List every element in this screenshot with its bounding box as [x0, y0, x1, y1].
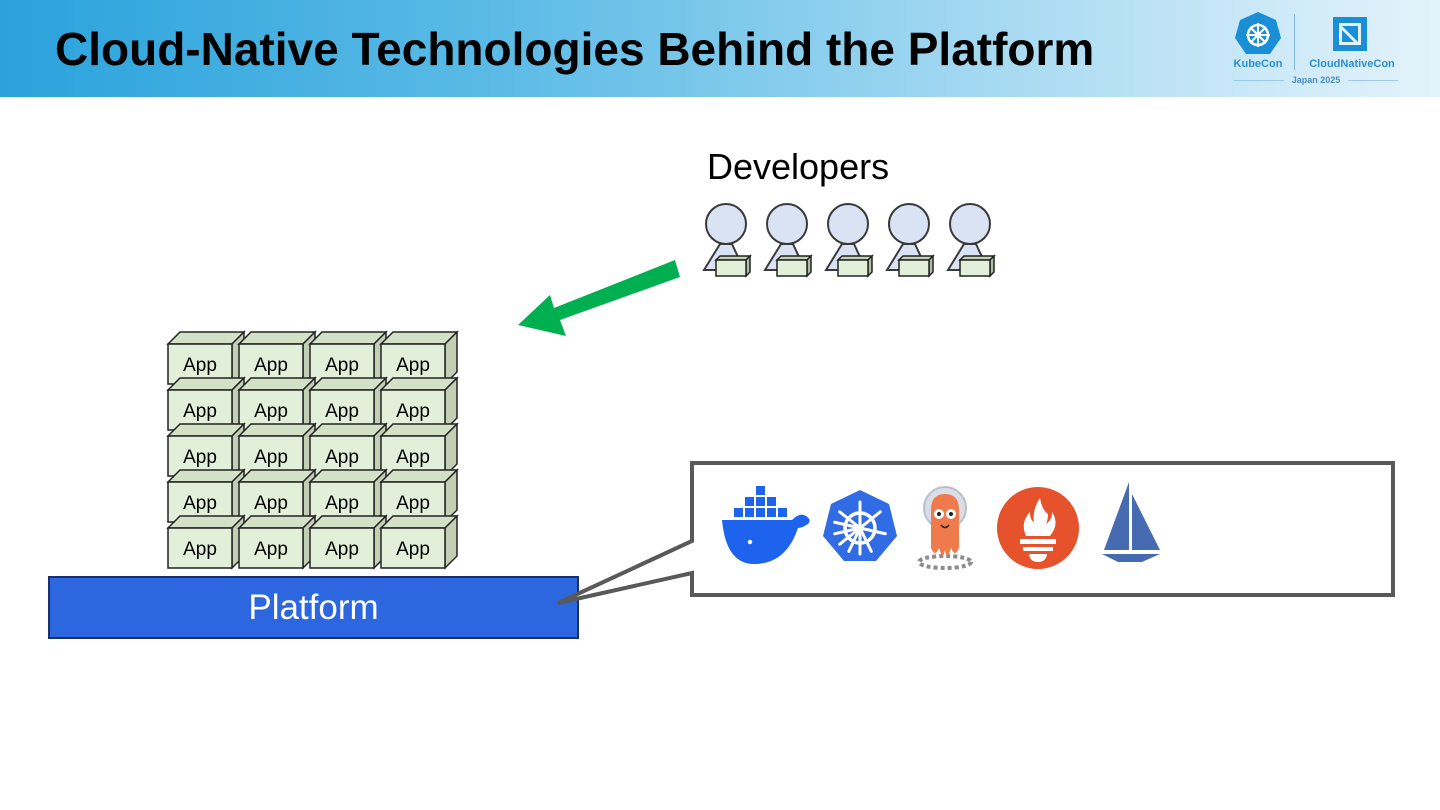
- app-label: App: [183, 401, 217, 422]
- app-block: App: [308, 514, 388, 570]
- app-block: App: [237, 376, 317, 432]
- app-block: App: [379, 376, 459, 432]
- app-label: App: [325, 447, 359, 468]
- app-label: App: [183, 447, 217, 468]
- istio-icon: [1102, 482, 1160, 562]
- app-label: App: [396, 493, 430, 514]
- developer-icon: [885, 203, 935, 278]
- app-block: App: [237, 468, 317, 524]
- app-label: App: [254, 355, 288, 376]
- app-block: App: [166, 376, 246, 432]
- docker-icon: [722, 486, 810, 564]
- app-label: App: [396, 447, 430, 468]
- technologies-callout: [557, 461, 1395, 605]
- developer-icon: [824, 203, 874, 278]
- app-block: App: [379, 468, 459, 524]
- event-year-line-right: [1348, 80, 1398, 81]
- app-block: App: [166, 514, 246, 570]
- app-label: App: [396, 401, 430, 422]
- app-label: App: [396, 355, 430, 376]
- app-label: App: [254, 493, 288, 514]
- app-block: App: [308, 330, 388, 386]
- developer-icon: [702, 203, 752, 278]
- cloudnativecon-label: CloudNativeCon: [1309, 58, 1395, 70]
- app-block: App: [308, 422, 388, 478]
- developer-icon: [946, 203, 996, 278]
- app-label: App: [183, 493, 217, 514]
- app-label: App: [254, 401, 288, 422]
- tool-logos: [722, 482, 1160, 570]
- platform-label: Platform: [248, 587, 379, 627]
- app-label: App: [396, 539, 430, 560]
- app-label: App: [254, 447, 288, 468]
- cloudnativecon-logo-icon: [1333, 17, 1367, 51]
- app-block: App: [379, 330, 459, 386]
- app-block: App: [379, 514, 459, 570]
- logo-divider: [1294, 14, 1295, 70]
- app-label: App: [325, 539, 359, 560]
- developers-label: Developers: [707, 146, 890, 187]
- platform-box: Platform: [48, 576, 579, 639]
- app-label: App: [254, 539, 288, 560]
- app-label: App: [325, 355, 359, 376]
- app-label: App: [183, 355, 217, 376]
- app-block: App: [379, 422, 459, 478]
- app-block: App: [166, 330, 246, 386]
- prometheus-icon: [997, 487, 1079, 569]
- developers-group: [702, 203, 996, 278]
- app-block: App: [166, 468, 246, 524]
- deploy-arrow-icon: [518, 260, 680, 336]
- app-block: App: [237, 330, 317, 386]
- app-label: App: [325, 401, 359, 422]
- header-banner: Cloud-Native Technologies Behind the Pla…: [0, 0, 1440, 97]
- app-block: App: [237, 514, 317, 570]
- event-year-line-left: [1234, 80, 1284, 81]
- developer-icon: [763, 203, 813, 278]
- app-label: App: [183, 539, 217, 560]
- app-block: App: [166, 422, 246, 478]
- app-block: App: [308, 376, 388, 432]
- event-year: Japan 2025: [1291, 75, 1341, 85]
- kubernetes-icon: [823, 490, 897, 561]
- argo-icon: [917, 486, 973, 570]
- app-block: App: [308, 468, 388, 524]
- app-block: App: [237, 422, 317, 478]
- kubecon-label: KubeCon: [1233, 58, 1283, 70]
- kubecon-logo-icon: [1235, 12, 1281, 54]
- page-title: Cloud-Native Technologies Behind the Pla…: [55, 23, 1095, 75]
- app-label: App: [325, 493, 359, 514]
